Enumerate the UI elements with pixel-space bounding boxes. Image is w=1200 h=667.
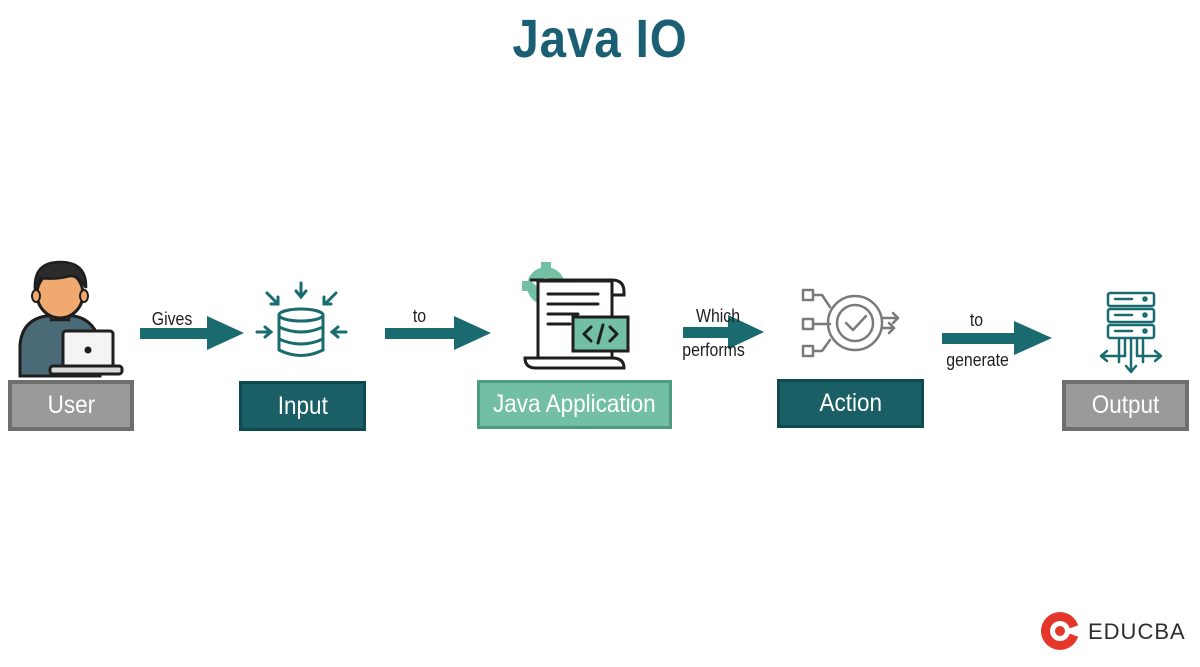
edge-label-to-2: to xyxy=(970,310,984,330)
node-action: Action xyxy=(777,379,924,428)
node-user: User xyxy=(8,380,134,431)
node-output: Output xyxy=(1062,380,1189,431)
node-input: Input xyxy=(239,381,366,431)
edge-label-to: to xyxy=(413,306,427,326)
arrow-gives xyxy=(140,316,244,350)
edge-label-performs: performs xyxy=(682,340,746,360)
brand-name: EDUCBA xyxy=(1088,619,1186,644)
edge-label-gives: Gives xyxy=(151,309,193,329)
edge-label-generate: generate xyxy=(946,350,1010,370)
arrow-to xyxy=(385,316,491,350)
edge-label-which: Which xyxy=(695,306,740,326)
arrow-which-performs xyxy=(683,315,764,349)
page-title: Java IO xyxy=(512,9,688,69)
arrow-to-generate xyxy=(942,321,1052,355)
node-java-application: Java Application xyxy=(477,380,672,429)
